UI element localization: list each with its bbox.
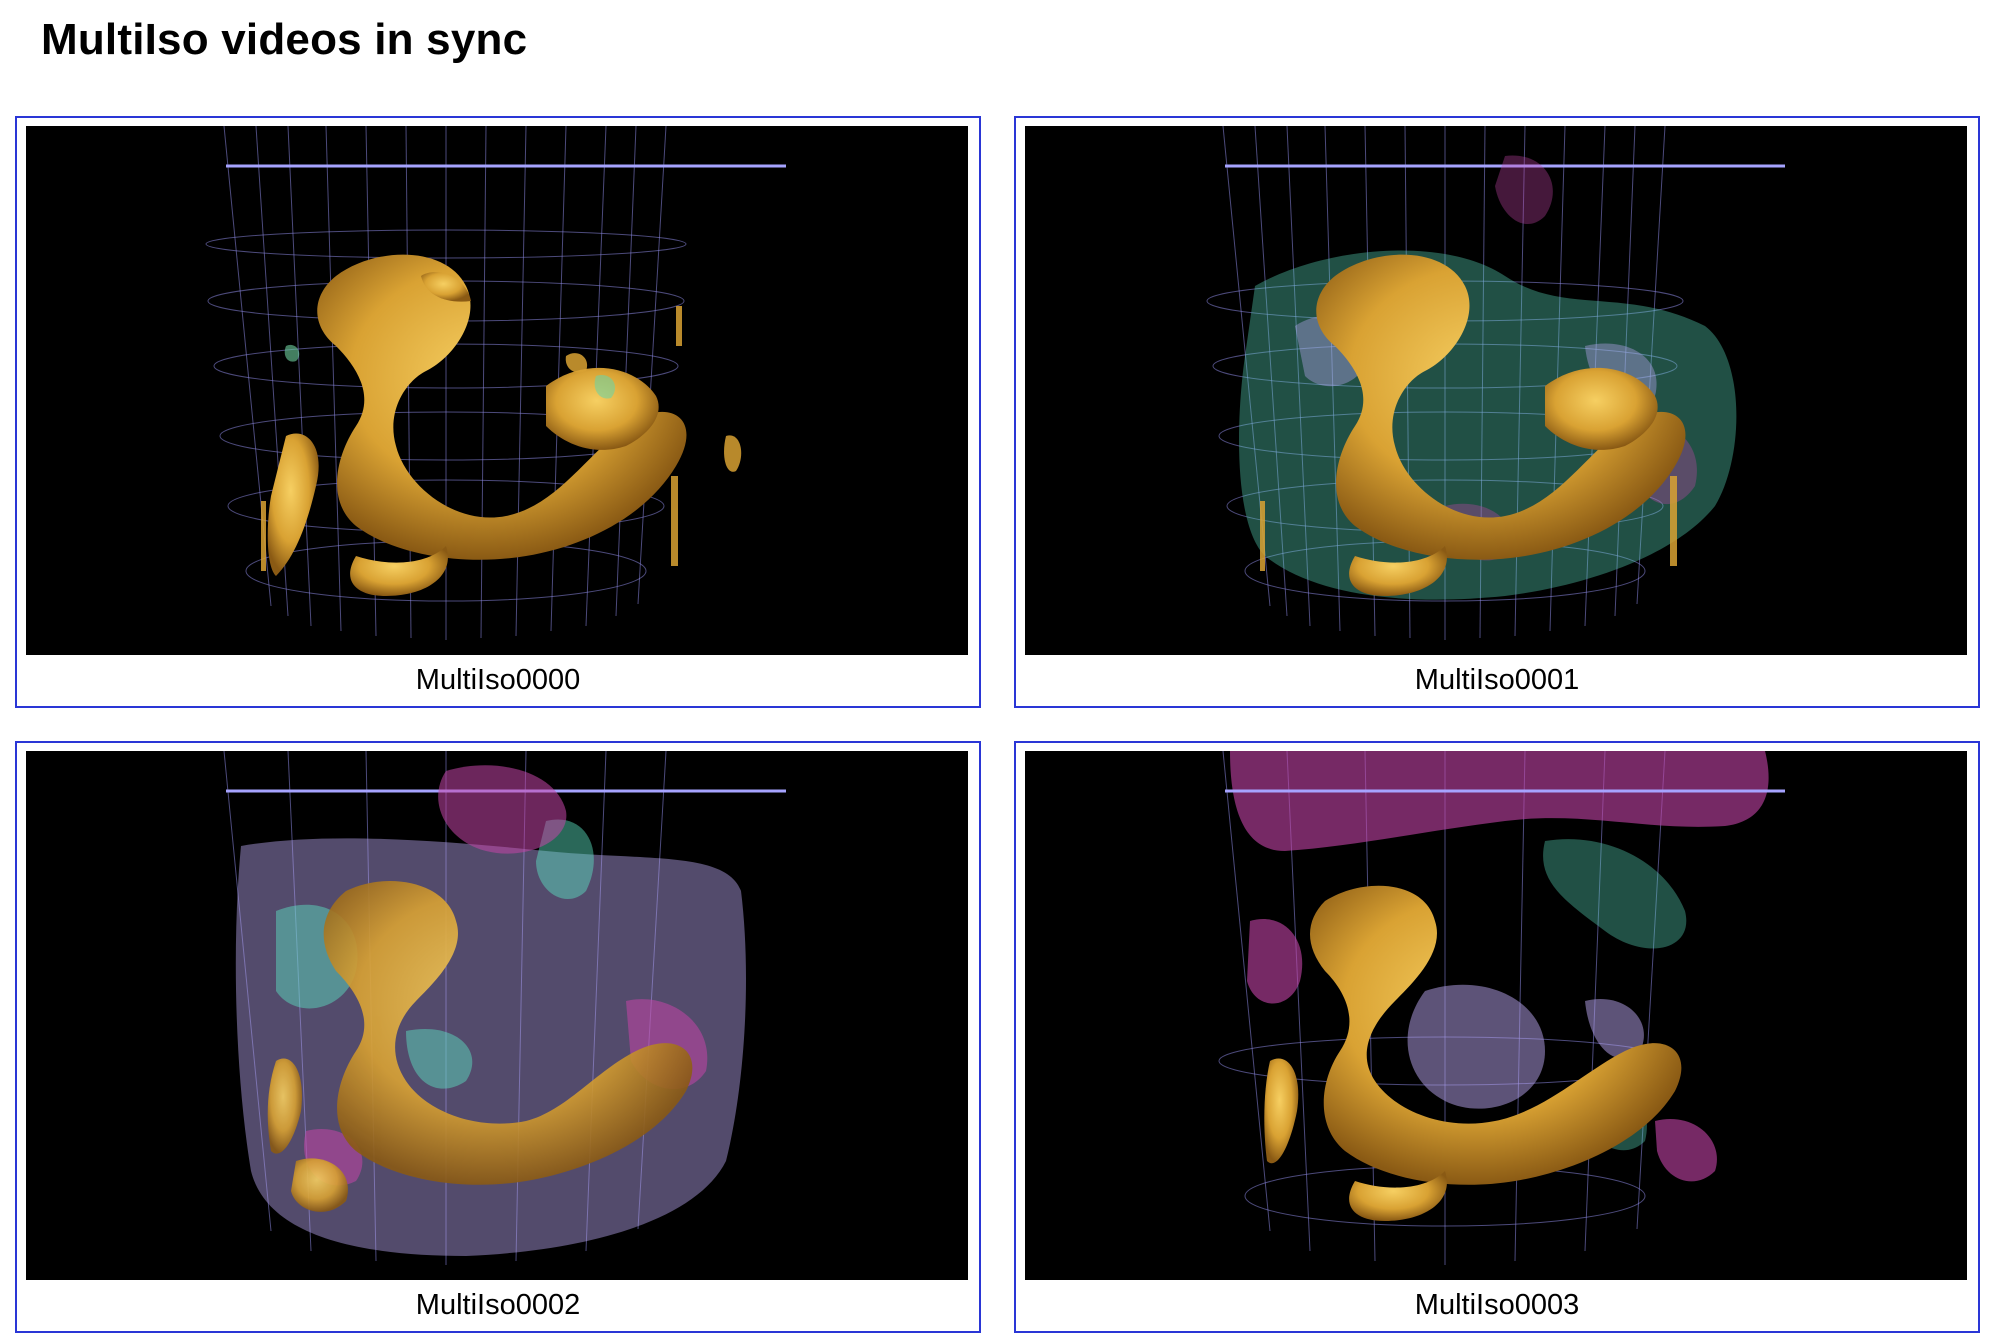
video-player-2[interactable] xyxy=(26,751,968,1280)
video-panel-0: MultiIso0000 xyxy=(15,116,981,708)
video-player-1[interactable] xyxy=(1025,126,1967,655)
video-caption-0: MultiIso0000 xyxy=(415,664,581,696)
video-panel-3: MultiIso0003 xyxy=(1014,741,1980,1333)
volume-render-frame-3 xyxy=(1218,751,1785,1265)
volume-render-frame-2 xyxy=(223,751,786,1265)
video-player-0[interactable] xyxy=(26,126,968,655)
video-caption-3: MultiIso0003 xyxy=(1414,1289,1580,1321)
volume-render-frame-0 xyxy=(205,126,786,640)
volume-render-frame-1 xyxy=(1206,126,1785,640)
video-grid: MultiIso0000 xyxy=(15,116,1980,1340)
video-caption-2: MultiIso0002 xyxy=(415,1289,581,1321)
page-title: MultiIso videos in sync xyxy=(41,15,528,64)
video-panel-2: MultiIso0002 xyxy=(15,741,981,1333)
video-player-3[interactable] xyxy=(1025,751,1967,1280)
video-panel-1: MultiIso0001 xyxy=(1014,116,1980,708)
video-caption-1: MultiIso0001 xyxy=(1414,664,1580,696)
